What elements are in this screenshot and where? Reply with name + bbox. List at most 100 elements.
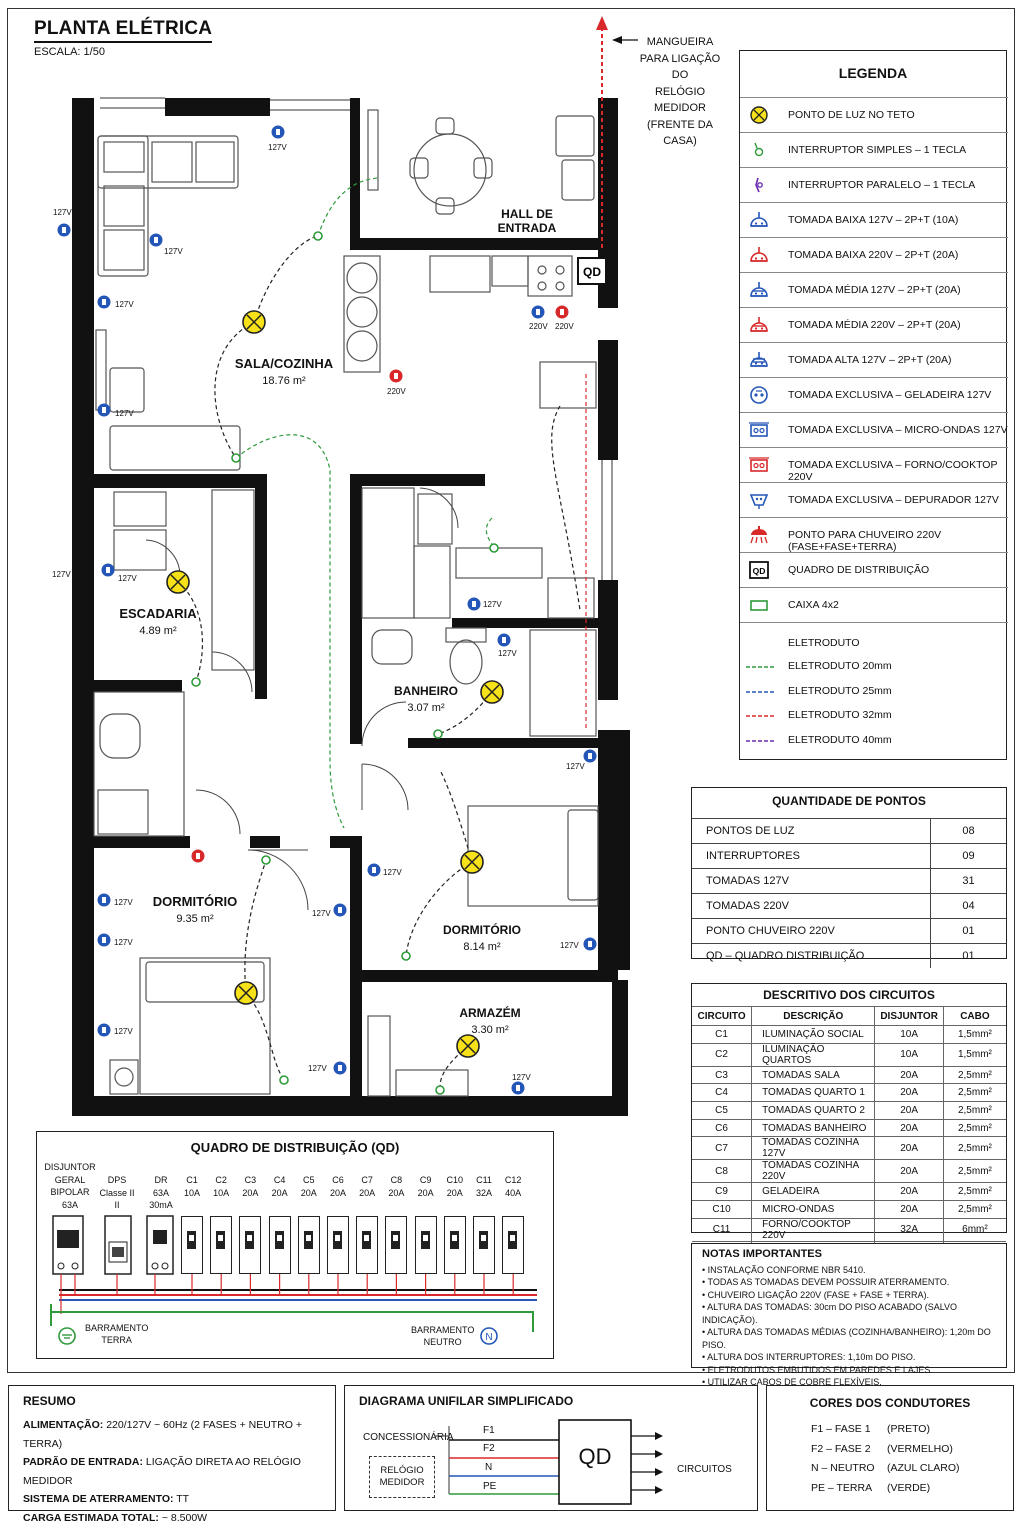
points-label: INTERRUPTORES: [692, 843, 931, 869]
qd-icon: QD: [748, 559, 770, 581]
points-label: PONTOS DE LUZ: [692, 818, 931, 844]
unifilar-line-f1: F1: [483, 1425, 495, 1436]
conduit-item: ELETRODUTO 20mm: [740, 657, 1008, 681]
circuits-cell: 20A: [874, 1182, 944, 1201]
voltage-tag: 127V: [383, 868, 402, 877]
note-item: • CHUVEIRO LIGAÇÃO 220V (FASE + FASE + T…: [702, 1289, 930, 1300]
voltage-tag: 127V: [118, 574, 137, 583]
voltage-tag: 220V: [387, 387, 406, 396]
svg-text:QD: QD: [753, 566, 766, 576]
circuits-cell: 20A: [874, 1065, 944, 1084]
circuits-cell: 10A: [874, 1025, 944, 1044]
conduit-label: ELETRODUTO 20mm: [788, 660, 892, 672]
unifilar-drawing: [435, 1419, 663, 1505]
circuits-header: DESCRIÇÃO: [751, 1006, 876, 1026]
shower-icon: [748, 524, 770, 546]
voltage-tag: 127V: [498, 649, 517, 658]
legend-item: INTERRUPTOR SIMPLES – 1 TECLA: [740, 132, 1008, 167]
circuits-cell: FORNO/COOKTOP 220V: [751, 1217, 876, 1242]
plan-qd-label: QD: [583, 265, 601, 279]
scale-label: ESCALA: 1/50: [34, 46, 105, 58]
circuits-cell: C7: [692, 1136, 753, 1160]
unifilar-line-n: N: [485, 1462, 493, 1473]
legend-item-label: PONTO PARA CHUVEIRO 220V (FASE+FASE+TERR…: [788, 529, 942, 553]
legend-item-label: TOMADA EXCLUSIVA – GELADEIRA 127V: [788, 389, 992, 401]
circuit-breaker: [473, 1216, 495, 1274]
summary-row: ALIMENTAÇÃO: 220/127V ~ 60Hz (2 FASES + …: [23, 1416, 321, 1453]
points-title: QUANTIDADE DE PONTOS: [772, 794, 926, 808]
outlet-mid-220-icon: [748, 314, 770, 336]
legend-item: TOMADA EXCLUSIVA – DEPURADOR 127V: [740, 482, 1008, 517]
circuits-cell: C2: [692, 1042, 753, 1067]
circuits-cell: 20A: [874, 1200, 944, 1219]
unifilar-line-f2: F2: [483, 1443, 495, 1454]
conductor-color-name: (AZUL CLARO): [887, 1462, 960, 1474]
voltage-tag: 127V: [53, 208, 72, 217]
circuits-cell: 20A: [874, 1136, 944, 1160]
summary-value: ~ 8.500W: [161, 1511, 208, 1524]
conductor-key: F2 – FASE 2: [811, 1442, 871, 1455]
notes-panel: NOTAS IMPORTANTES • INSTALAÇÃO CONFORME …: [691, 1243, 1007, 1387]
room-label-hall: HALL DE ENTRADA 4.12 m²: [497, 207, 557, 249]
voltage-tag: 127V: [114, 938, 133, 947]
qd-panel-drawing: N: [50, 1215, 537, 1345]
notes-title: NOTAS IMPORTANTES: [702, 1248, 822, 1260]
circuits-cell: 1,5mm²: [943, 1025, 1006, 1044]
legend-item: CAIXA 4x2: [740, 587, 1008, 622]
conduit-item: ELETRODUTO 32mm: [740, 706, 1008, 730]
circuits-cell: 2,5mm²: [943, 1101, 1006, 1120]
conductor-color-row: PE – TERRA(VERDE): [779, 1479, 1001, 1499]
outlet-mid-127-icon: [748, 279, 770, 301]
outlet-low-220-icon: [748, 244, 770, 266]
circuits-cell: TOMADAS QUARTO 2: [751, 1101, 876, 1120]
points-label: PONTO CHUVEIRO 220V: [692, 918, 931, 944]
ceiling-light-icon: [748, 104, 770, 126]
points-value: 04: [930, 893, 1006, 919]
legend-title: LEGENDA: [838, 65, 908, 81]
summary-key: SISTEMA DE ATERRAMENTO:: [23, 1493, 174, 1505]
circuits-cell: 2,5mm²: [943, 1136, 1006, 1160]
circuits-cell: 2,5mm²: [943, 1200, 1006, 1219]
conductor-color-row: F2 – FASE 2(VERMELHO): [779, 1440, 1001, 1460]
voltage-tag: 127V: [483, 600, 502, 609]
summary-value: TT: [176, 1493, 190, 1505]
switch-parallel-icon: [748, 174, 770, 196]
note-item: • INSTALAÇÃO CONFORME NBR 5410.: [702, 1264, 866, 1275]
legend-item: PONTO PARA CHUVEIRO 220V (FASE+FASE+TERR…: [740, 517, 1008, 553]
circuits-cell: C9: [692, 1182, 753, 1201]
points-value: 31: [930, 868, 1006, 894]
circuit-breaker: [356, 1216, 379, 1274]
microwave-outlet-icon: [748, 419, 770, 441]
circuit-breaker: [414, 1216, 437, 1274]
circuits-cell: 20A: [874, 1101, 944, 1120]
legend-item-label: INTERRUPTOR SIMPLES – 1 TECLA: [788, 144, 967, 156]
outlet-high-127-icon: [748, 349, 770, 371]
legend-item-label: TOMADA BAIXA 127V – 2P+T (10A): [788, 214, 959, 226]
legend-item: TOMADA BAIXA 127V – 2P+T (10A): [740, 202, 1008, 237]
unifilar-source: CONCESSIONÁRIA: [363, 1432, 454, 1443]
box-4x2-icon: [748, 594, 770, 616]
circuit-breaker: [268, 1216, 291, 1274]
note-item: • ALTURA DAS TOMADAS MÉDIAS (COZINHA/BAN…: [702, 1327, 991, 1350]
oven-outlet-icon: [748, 454, 770, 476]
circuits-header: DISJUNTOR: [874, 1006, 944, 1026]
circuits-title: DESCRITIVO DOS CIRCUITOS: [763, 988, 935, 1002]
unifilar-out: CIRCUITOS: [677, 1464, 732, 1475]
voltage-tag: 127V: [308, 1064, 327, 1073]
legend-item-label: TOMADA MÉDIA 220V – 2P+T (20A): [788, 319, 961, 331]
purifier-outlet-icon: [748, 489, 770, 511]
